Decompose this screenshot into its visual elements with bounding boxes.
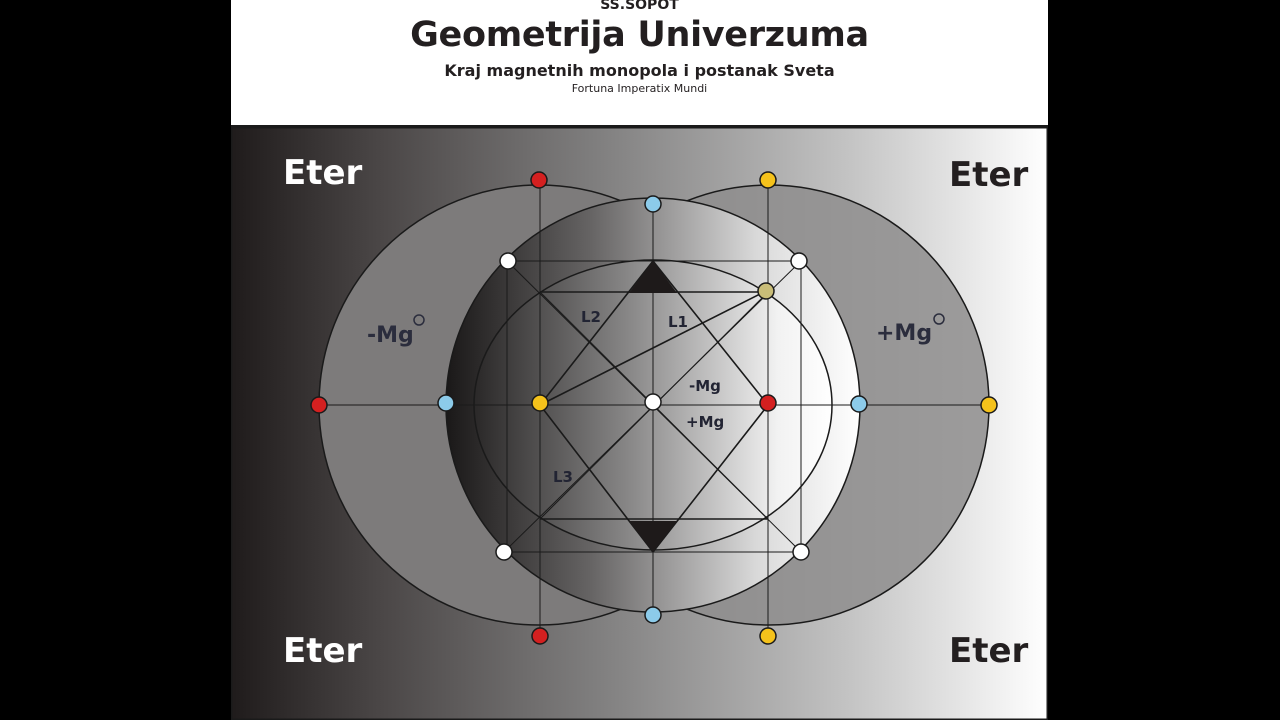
minus-mg-label-left: -Mg [367,323,414,348]
l2-label: L2 [581,308,601,326]
top-dark-triangle [629,261,677,293]
blue-node [850,395,868,413]
white-node [792,543,810,561]
blue-node [644,606,662,624]
white-node [790,252,808,270]
eter-label-bottom-right: Eter [949,631,1029,671]
eter-label-top-right: Eter [949,155,1029,195]
white-node [644,393,662,411]
page-tagline: Fortuna Imperatix Mundi [571,82,708,95]
l1-line [539,290,767,406]
degree-mark-right [933,313,945,325]
blue-node [644,195,662,213]
degree-mark-left [413,314,425,326]
olive-node [757,282,775,300]
red-node [310,396,328,414]
red-node [530,171,548,189]
minus-mg-label-center: -Mg [689,377,721,395]
title-banner: SS.SOPOT Geometrija Univerzuma Kraj magn… [231,0,1048,127]
page-title: Geometrija Univerzuma [410,15,869,55]
blue-node [437,394,455,412]
l3-label: L3 [553,468,573,486]
yellow-node [980,396,998,414]
brand-label: SS.SOPOT [600,0,679,13]
eter-label-bottom-left: Eter [283,631,363,671]
page-subtitle: Kraj magnetnih monopola i postanak Sveta [444,61,835,80]
eter-label-top-left: Eter [283,153,363,193]
plus-mg-label-right: +Mg [876,321,932,346]
red-node [531,627,549,645]
white-node [495,543,513,561]
l1-label: L1 [668,313,688,331]
red-node [759,394,777,412]
bottom-dark-triangle [629,521,677,552]
yellow-node [531,394,549,412]
white-node [499,252,517,270]
geometry-diagram: Eter Eter Eter Eter -Mg +Mg -Mg +Mg L1 L… [231,127,1048,720]
plus-mg-label-center: +Mg [686,413,724,431]
yellow-node [759,171,777,189]
yellow-node [759,627,777,645]
